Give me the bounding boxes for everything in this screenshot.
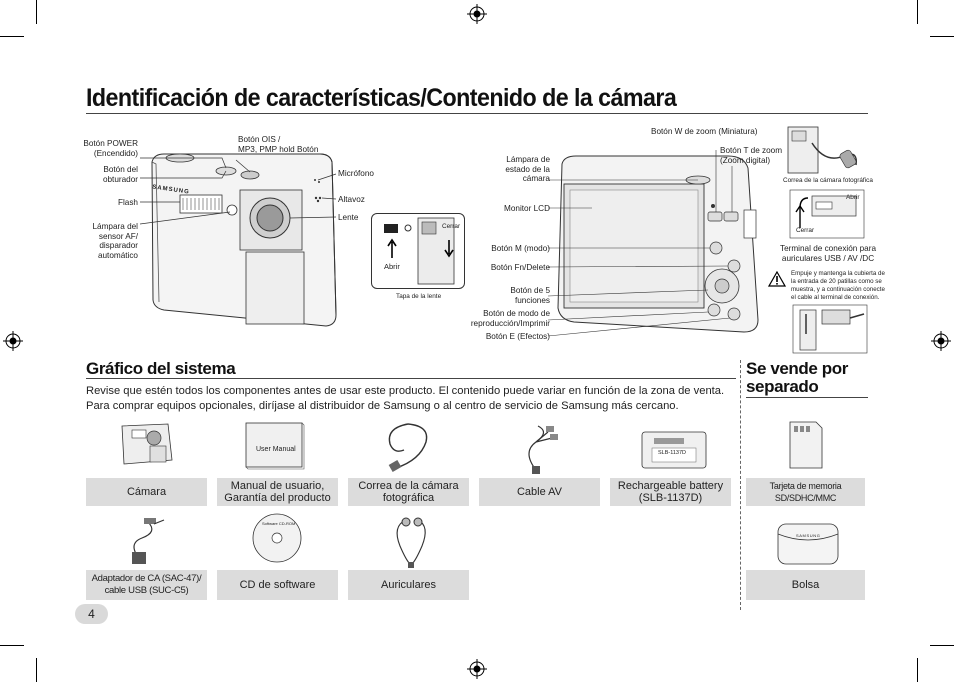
item-caption-camera: Cámara xyxy=(86,478,207,506)
crop-mark xyxy=(917,658,918,682)
item-caption-bag: Bolsa xyxy=(746,570,865,600)
manual-text: User Manual xyxy=(256,446,296,453)
label-lcd-monitor: Monitor LCD xyxy=(504,204,550,213)
lens-close-label: Cerrar xyxy=(442,223,461,230)
label-zoom-w: Botón W de zoom (Miniatura) xyxy=(651,127,758,136)
av-cable-item-image xyxy=(528,425,558,474)
port-open-label: Abrir xyxy=(846,194,860,201)
item-caption-cd: CD de software xyxy=(217,570,338,600)
battery-text: SLB-1137D xyxy=(658,450,687,456)
label-shutter-button: Botón del obturador xyxy=(102,165,138,184)
separator-dotted xyxy=(740,360,741,610)
bag-brand: SAMSUNG xyxy=(796,533,821,538)
port-close-label: Cerrar xyxy=(796,227,815,234)
system-heading: Gráfico del sistema xyxy=(86,359,236,378)
item-caption-adapter: Adaptador de CA (SAC-47)/ cable USB (SUC… xyxy=(86,570,207,600)
item-caption-battery: Rechargeable battery (SLB-1137D) xyxy=(610,478,731,506)
adapter-item-image xyxy=(132,518,165,564)
strap-inset-diagram xyxy=(787,126,858,174)
lens-open-label: Abrir xyxy=(384,262,400,271)
system-description: Revise que estén todos los componentes a… xyxy=(86,385,725,412)
warning-icon xyxy=(768,271,786,287)
item-caption-av-cable: Cable AV xyxy=(479,478,600,506)
cd-item-image xyxy=(252,513,302,563)
label-zoom-t: Botón T de zoom (Zoom digital) xyxy=(720,146,783,165)
label-power-button: Botón POWER (Encendido) xyxy=(83,139,138,158)
item-caption-strap: Correa de la cámara fotográfica xyxy=(348,478,469,506)
label-terminal: Terminal de conexión para auriculares US… xyxy=(779,244,877,263)
crop-mark xyxy=(930,645,954,646)
strap-item-image xyxy=(388,423,428,472)
separate-heading: Se vende por separado xyxy=(746,359,848,396)
label-ois-button: Botón OIS / MP3, PMP hold Botón xyxy=(238,135,319,154)
item-caption-memory-card: Tarjeta de memoria SD/SDHC/MMC xyxy=(746,478,865,506)
label-microphone: Micrófono xyxy=(338,169,374,178)
label-fn-delete: Botón Fn/Delete xyxy=(490,263,550,272)
label-effects-button: Botón E (Efectos) xyxy=(485,332,550,341)
label-playback-button: Botón de modo de reproducción/Imprimir xyxy=(470,309,550,328)
memory-card-image xyxy=(789,421,823,469)
crop-mark xyxy=(930,36,954,37)
crop-mark xyxy=(36,658,37,682)
lens-cover-diagram xyxy=(384,217,455,285)
crop-mark xyxy=(36,0,37,24)
page-number: 4 xyxy=(75,604,108,624)
label-speaker: Altavoz xyxy=(338,195,365,204)
bag-image xyxy=(777,523,839,565)
cable-connection-diagram xyxy=(792,304,868,354)
system-rule xyxy=(86,378,736,379)
port-inset-diagram xyxy=(789,189,865,239)
label-status-lamp: Lámpara de estado de la cámara xyxy=(505,155,550,183)
crop-mark xyxy=(0,36,24,37)
camera-front-illustration xyxy=(140,153,337,327)
cd-text: Software CD-ROM xyxy=(262,521,296,526)
warning-text: Empuje y mantenga la cubierta de la entr… xyxy=(791,270,885,301)
registration-mark-icon xyxy=(931,331,951,351)
manual-item-image xyxy=(245,422,305,470)
page-title: Identificación de características/Conten… xyxy=(86,84,677,112)
separate-rule xyxy=(746,397,868,398)
label-mode-button: Botón M (modo) xyxy=(491,244,550,253)
label-flash: Flash xyxy=(117,198,138,207)
battery-item-image xyxy=(641,431,707,469)
registration-mark-icon xyxy=(467,4,487,24)
crop-mark xyxy=(917,0,918,24)
lens-cover-caption: Tapa de la lente xyxy=(396,293,442,300)
item-caption-earphones: Auriculares xyxy=(348,570,469,600)
camera-back-illustration xyxy=(548,150,759,337)
label-af-lamp: Lámpara del sensor AF/ disparador automá… xyxy=(92,222,138,260)
crop-mark xyxy=(0,645,24,646)
registration-mark-icon xyxy=(467,659,487,679)
earphones-item-image xyxy=(396,517,426,568)
title-rule xyxy=(86,113,868,114)
strap-caption: Correa de la cámara fotográfica xyxy=(783,177,873,184)
label-five-function: Botón de 5 funciones xyxy=(510,286,550,305)
registration-mark-icon xyxy=(3,331,23,351)
item-caption-manual: Manual de usuario, Garantía del producto xyxy=(217,478,338,506)
camera-item-image xyxy=(121,423,173,465)
label-lens: Lente xyxy=(338,213,359,222)
